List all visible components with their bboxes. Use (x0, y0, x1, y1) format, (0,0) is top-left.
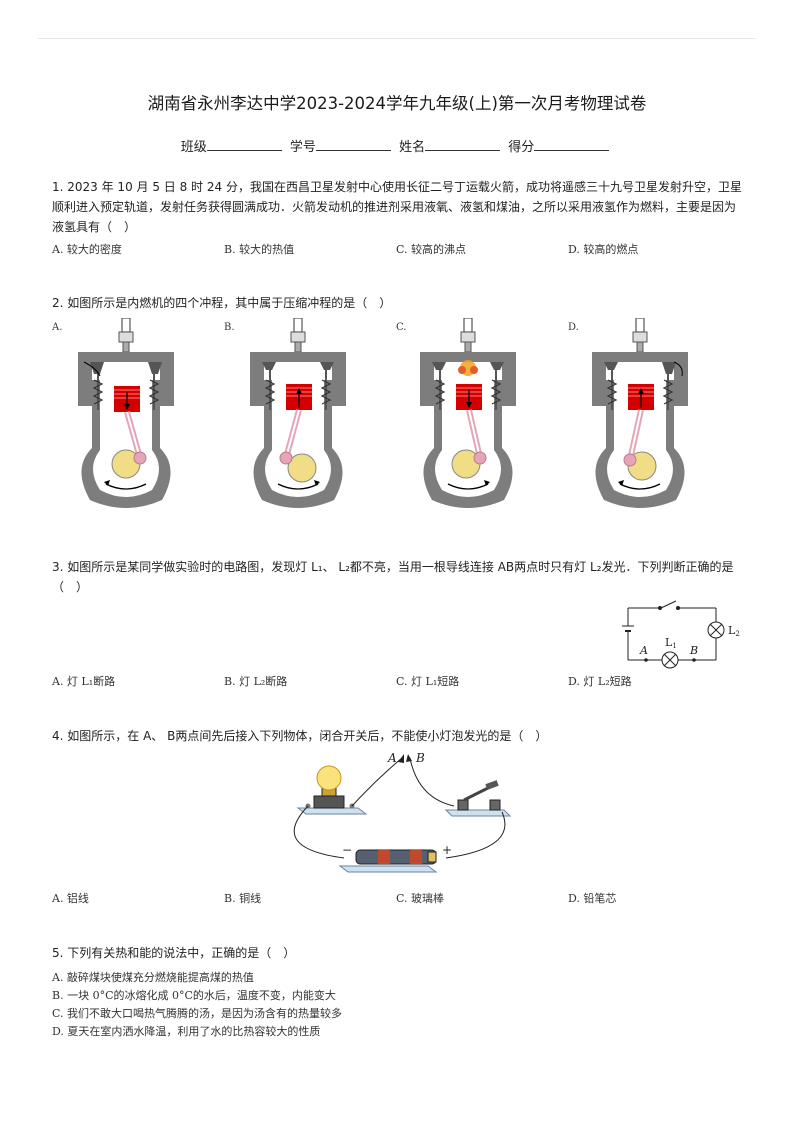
q4-option-c[interactable]: C. 玻璃棒 (396, 892, 445, 905)
class-blank (206, 138, 282, 151)
circuit-label-l1: L1 (665, 636, 677, 650)
question-1-line-2: 顺利进入预定轨道，发射任务获得圆满成功．火箭发动机的推进剂采用液氧、液氢和煤油，… (52, 200, 737, 214)
q4-option-d[interactable]: D. 铅笔芯 (568, 892, 617, 905)
q4-option-a[interactable]: A. 铝线 (52, 892, 89, 905)
page-title: 湖南省永州李达中学2023-2024学年九年级(上)第一次月考物理试卷 (147, 94, 647, 113)
q4-option-b[interactable]: B. 铜线 (224, 892, 262, 905)
circuit-label-a: A (639, 644, 648, 657)
question-3-line-1: 3. 如图所示是某同学做实验时的电路图，发现灯 L₁、 L₂都不亮，当用一根导线… (52, 560, 734, 574)
q3-option-c[interactable]: C. 灯 L₁短路 (396, 675, 460, 688)
q2-option-a-label[interactable]: A. (52, 322, 63, 333)
figure-label-a: A (387, 751, 397, 765)
name-label: 姓名 (399, 140, 426, 155)
q3-option-a[interactable]: A. 灯 L₁断路 (52, 675, 116, 688)
conductor-test-figure: A B − + (293, 751, 512, 873)
q2-option-d-label[interactable]: D. (568, 322, 579, 333)
question-1-text: 1. 2023 年 10 月 5 日 8 时 24 分，我国在西昌卫星发射中心使… (52, 177, 742, 237)
q5-option-a[interactable]: A. 敲碎煤块使煤充分燃烧能提高煤的热值 (52, 971, 254, 984)
score-blank (534, 138, 610, 151)
name-blank (425, 138, 501, 151)
engine-diagram-a (78, 318, 174, 508)
question-3-text: 3. 如图所示是某同学做实验时的电路图，发现灯 L₁、 L₂都不亮，当用一根导线… (52, 557, 742, 597)
engine-diagram-b (250, 318, 346, 508)
question-1-line-1: 1. 2023 年 10 月 5 日 8 时 24 分，我国在西昌卫星发射中心使… (52, 180, 742, 194)
q1-option-b[interactable]: B. 较大的热值 (224, 243, 295, 256)
question-5-text: 5. 下列有关热和能的说法中，正确的是（ ） (52, 946, 296, 960)
top-rule (38, 38, 756, 39)
battery-minus-label: − (342, 843, 352, 857)
student-info-line: 班级 学号 姓名 得分 (0, 136, 794, 155)
circuit-diagram: L1 L2 A B (622, 600, 740, 669)
q5-option-c[interactable]: C. 我们不敢大口喝热气腾腾的汤，是因为汤含有的热量较多 (52, 1007, 343, 1020)
battery-plus-label: + (442, 843, 452, 857)
circuit-label-b: B (689, 644, 698, 657)
class-label: 班级 (180, 140, 207, 155)
student-id-blank (315, 138, 391, 151)
figure-label-b: B (415, 751, 425, 765)
question-1-line-3: 液氢具有（ ） (52, 220, 137, 234)
question-2-text: 2. 如图所示是内燃机的四个冲程，其中属于压缩冲程的是（ ） (52, 296, 392, 310)
circuit-label-l2: L2 (728, 624, 740, 638)
q2-option-b-label[interactable]: B. (224, 322, 235, 333)
q5-option-b[interactable]: B. 一块 0°C的冰熔化成 0°C的水后，温度不变，内能变大 (52, 989, 336, 1002)
engine-diagram-d (592, 318, 688, 508)
q5-option-d[interactable]: D. 夏天在室内洒水降温，利用了水的比热容较大的性质 (52, 1025, 321, 1038)
q3-option-d[interactable]: D. 灯 L₂短路 (568, 675, 632, 688)
q1-option-a[interactable]: A. 较大的密度 (52, 243, 122, 256)
q1-option-c[interactable]: C. 较高的沸点 (396, 243, 467, 256)
q1-option-d[interactable]: D. 较高的燃点 (568, 243, 639, 256)
q2-option-c-label[interactable]: C. (396, 322, 407, 333)
engine-diagram-c (420, 318, 516, 508)
question-3-line-2: （ ） (52, 580, 89, 594)
student-id-label: 学号 (289, 140, 316, 155)
score-label: 得分 (508, 140, 535, 155)
q3-option-b[interactable]: B. 灯 L₂断路 (224, 675, 288, 688)
question-4-text: 4. 如图所示，在 A、 B两点间先后接入下列物体，闭合开关后，不能使小灯泡发光… (52, 729, 548, 743)
